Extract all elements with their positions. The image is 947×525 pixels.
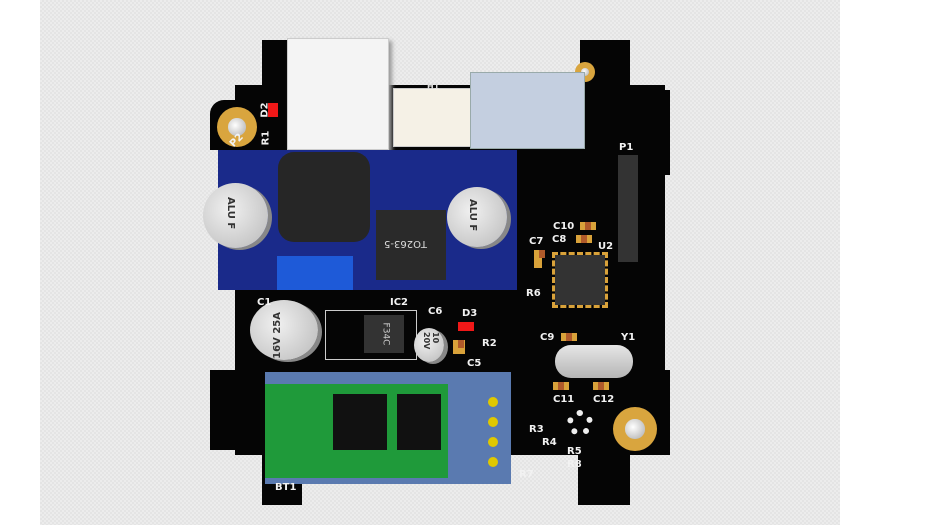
label-y1: Y1 — [621, 332, 636, 343]
label-r2: R2 — [482, 338, 497, 349]
trimmer-potentiometer — [277, 256, 353, 290]
label-r3: R3 — [529, 424, 544, 435]
c12-pad — [593, 382, 609, 390]
label-c11: C11 — [553, 394, 575, 405]
label-c12: C12 — [593, 394, 615, 405]
label-d2: D2 — [259, 102, 271, 118]
d2-led — [268, 103, 278, 117]
label-r5: R5 — [567, 446, 582, 457]
bluetooth-module — [265, 372, 511, 484]
c6-capacitor: 10 20V — [414, 328, 444, 362]
label-c6: C6 — [428, 306, 443, 317]
u2-chip — [552, 252, 608, 308]
c11-pad — [553, 382, 569, 390]
label-r6: R6 — [526, 288, 541, 299]
label-r4: R4 — [542, 437, 557, 448]
label-c5: C5 — [467, 358, 482, 369]
h1-terminal — [393, 88, 472, 147]
label-r8: R8 — [567, 459, 582, 470]
label-u2: U2 — [598, 241, 614, 252]
c8-pad — [576, 235, 592, 243]
usb-connector — [287, 38, 389, 150]
d3-led — [458, 322, 474, 331]
screw-terminal — [470, 72, 585, 149]
label-c10: C10 — [553, 221, 575, 232]
label-d3: D3 — [462, 308, 478, 319]
regulator-marking: TO263-5 — [384, 238, 428, 249]
c7-pad — [534, 250, 545, 268]
mounting-hole-bottom-right — [613, 407, 657, 451]
ic2-regulator: F34C — [325, 310, 417, 360]
label-c1: C1 — [257, 297, 272, 308]
label-bt1: BT1 — [275, 482, 297, 493]
c9-pad — [561, 333, 577, 341]
label-r1: R1 — [260, 130, 272, 146]
capacitor-right: ALU F — [447, 187, 507, 247]
mounting-hole-top-left — [217, 107, 257, 147]
label-c9: C9 — [540, 332, 555, 343]
inductor — [278, 152, 370, 242]
label-c8: C8 — [552, 234, 567, 245]
label-p1: P1 — [619, 142, 634, 153]
capacitor-left: ALU F — [203, 183, 268, 248]
regulator-chip: TO263-5 — [376, 210, 446, 280]
label-ic2: IC2 — [390, 297, 409, 308]
label-r7: R7 — [519, 469, 534, 480]
label-h1: H1 — [427, 82, 440, 91]
c1-capacitor: 16V 25A — [250, 300, 318, 360]
crystal-y1 — [555, 345, 633, 378]
label-c7: C7 — [529, 236, 544, 247]
pin-header-p1 — [618, 155, 638, 262]
c10-pad — [580, 222, 596, 230]
c5-pad — [453, 340, 465, 354]
oshw-logo — [567, 410, 593, 436]
